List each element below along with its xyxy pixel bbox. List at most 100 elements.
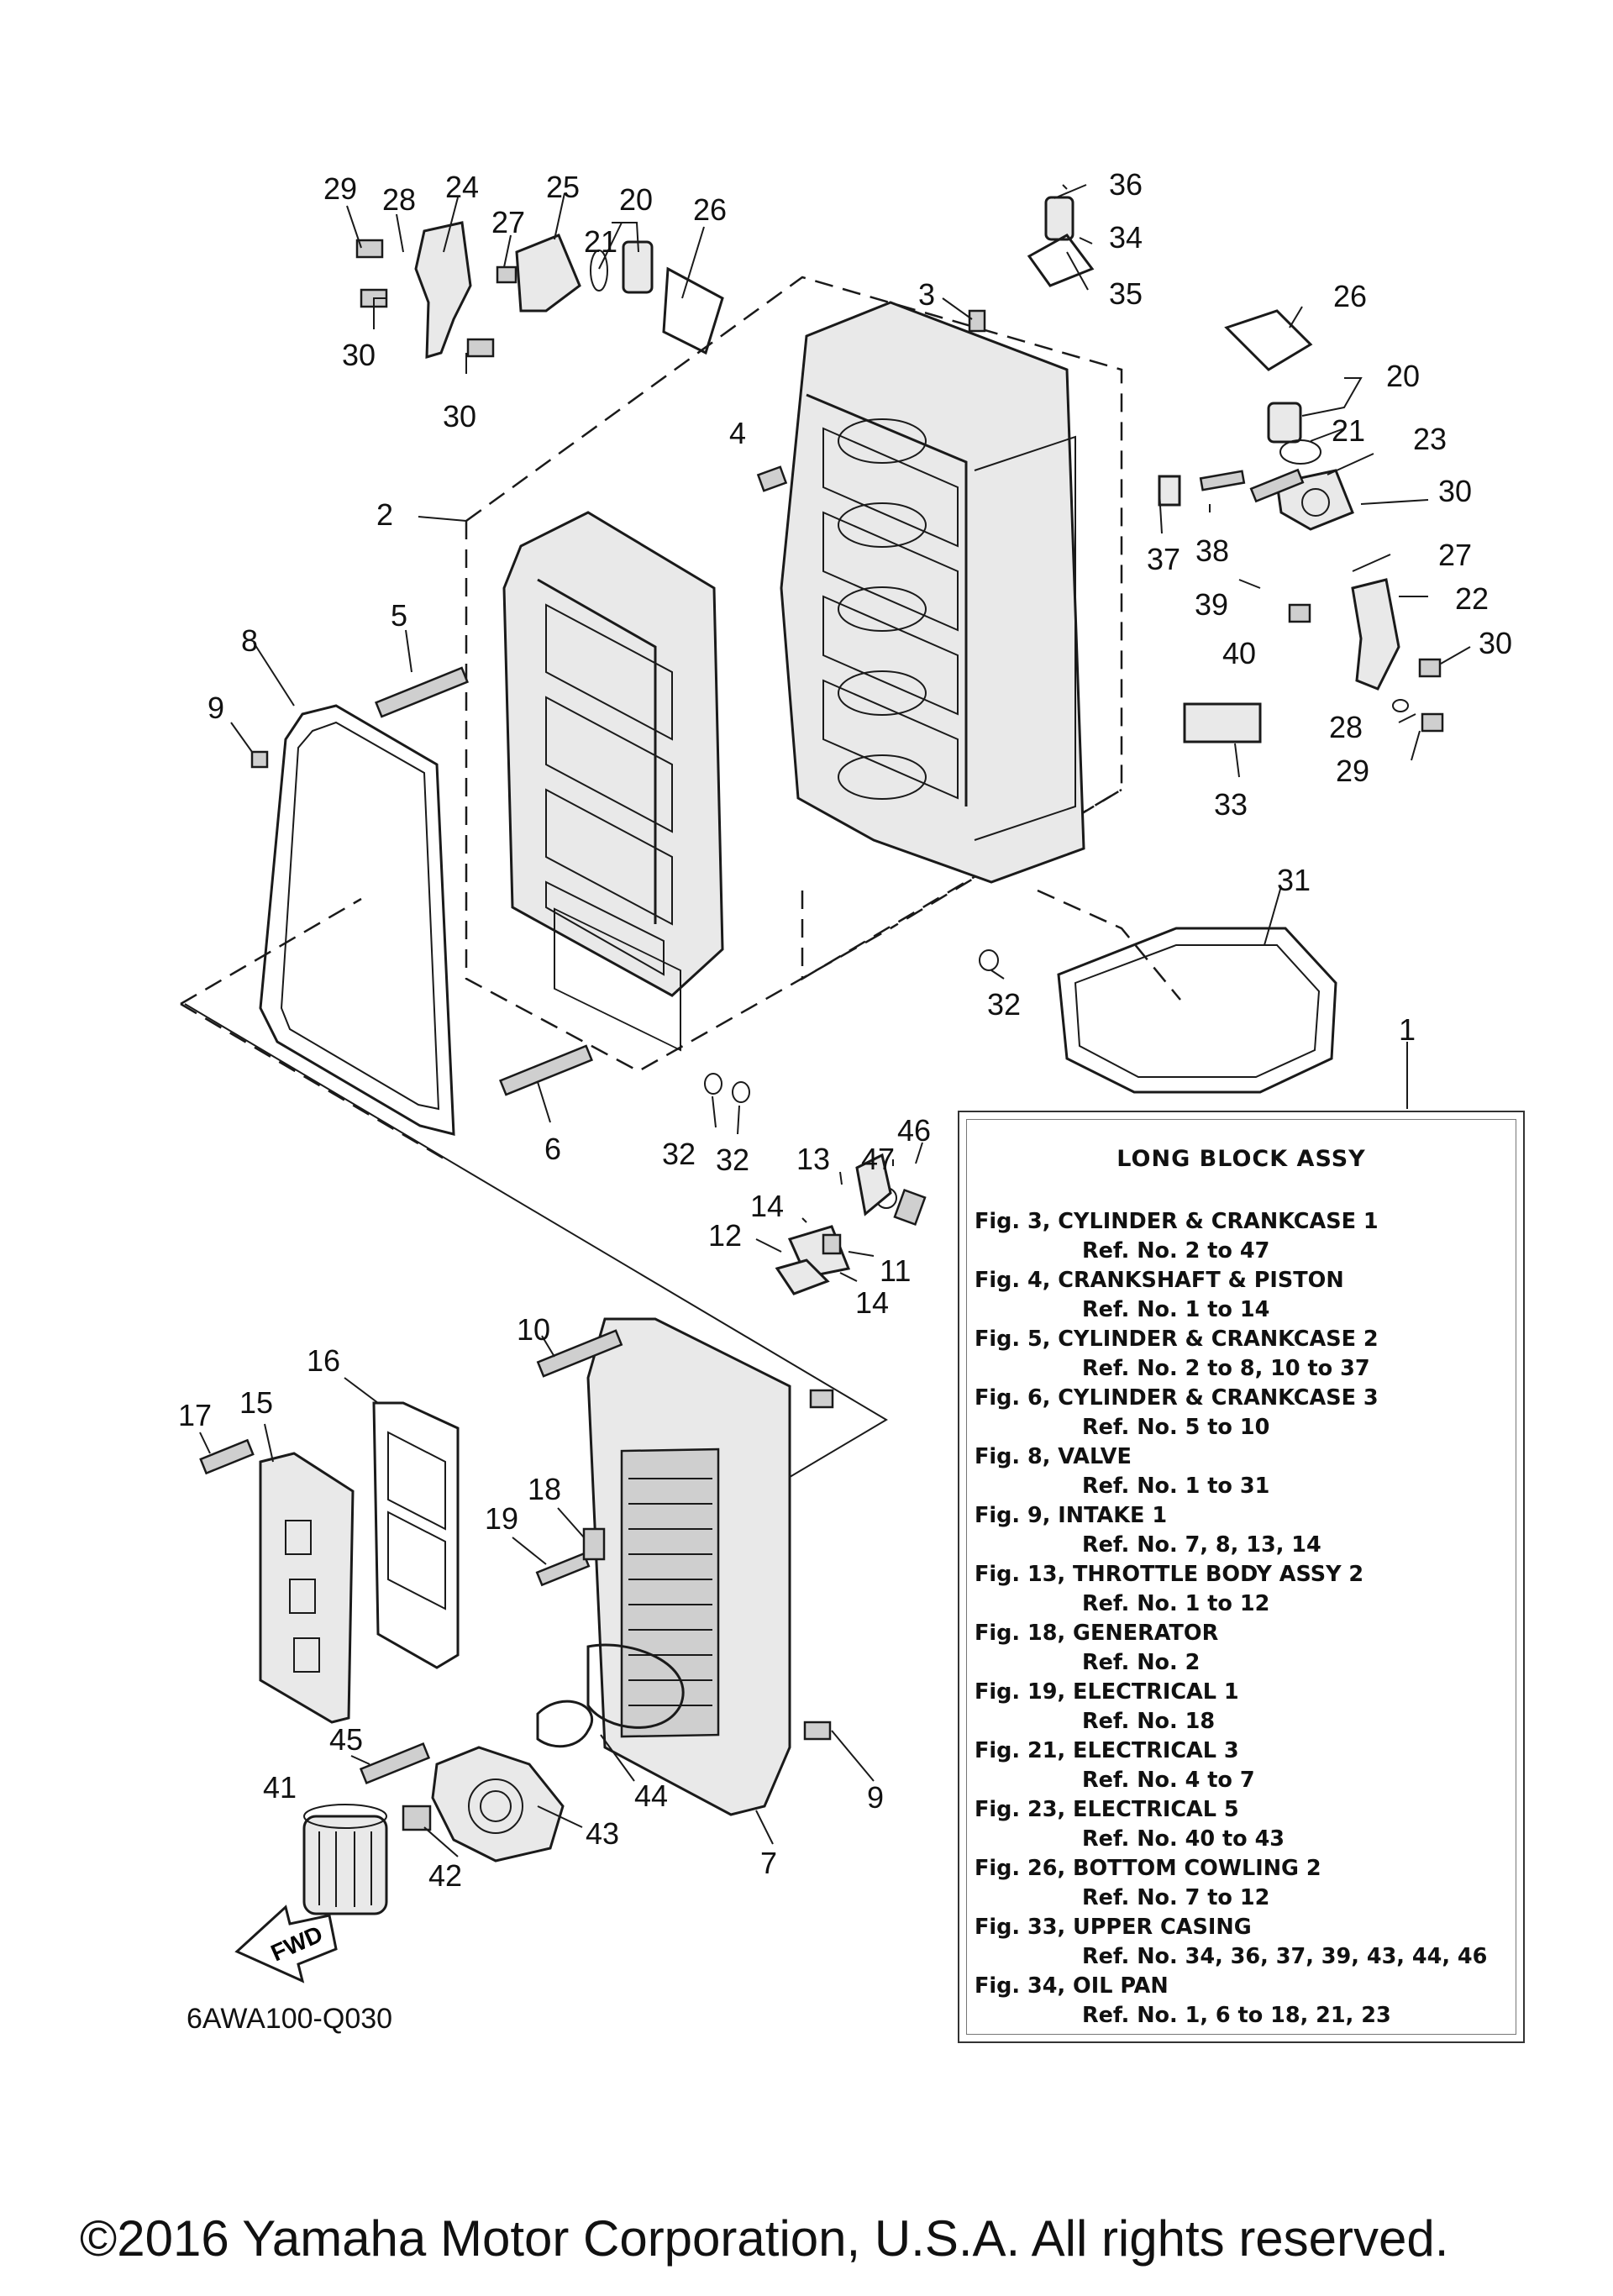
- callout-23: 23: [1413, 422, 1447, 456]
- callout-5: 5: [391, 598, 407, 633]
- reference-figure: Fig. 3, CYLINDER & CRANKCASE 1: [975, 1209, 1379, 1234]
- reference-entry: Fig. 34, OIL PAN Ref. No. 1, 6 to 18, 21…: [975, 1973, 1515, 2032]
- reference-range: Ref. No. 5 to 10: [1082, 1415, 1270, 1440]
- callout-32: 32: [987, 987, 1021, 1022]
- copyright-notice: ©2016 Yamaha Motor Corporation, U.S.A. A…: [80, 2210, 1449, 2267]
- reference-figure: Fig. 33, UPPER CASING: [975, 1915, 1252, 1940]
- reference-figure: Fig. 23, ELECTRICAL 5: [975, 1797, 1239, 1822]
- filter-housing-part-43: [431, 1746, 565, 1863]
- reference-figure: Fig. 9, INTAKE 1: [975, 1503, 1168, 1528]
- oil-filter-part-41: [302, 1804, 388, 1915]
- reference-entry: Fig. 5, CYLINDER & CRANKCASE 2 Ref. No. 2…: [975, 1327, 1515, 1385]
- callout-15: 15: [239, 1385, 273, 1420]
- callout-26: 26: [1333, 279, 1367, 313]
- callout-16: 16: [307, 1343, 340, 1378]
- reference-entry: Fig. 9, INTAKE 1 Ref. No. 7, 8, 13, 14: [975, 1503, 1515, 1562]
- cover-plate-part-15: [259, 1452, 355, 1724]
- callout-39: 39: [1195, 587, 1228, 622]
- callout-8: 8: [241, 623, 258, 658]
- thermostat-group-right: [1027, 196, 1400, 743]
- fwd-arrow: FWD: [234, 1905, 338, 1983]
- callout-2: 2: [376, 497, 393, 532]
- reference-range: Ref. No. 4 to 7: [1082, 1768, 1255, 1793]
- callout-18: 18: [528, 1472, 561, 1506]
- callout-19: 19: [485, 1501, 518, 1536]
- reference-figure: Fig. 13, THROTTLE BODY ASSY 2: [975, 1562, 1364, 1587]
- o-ring-part-44: [536, 1643, 685, 1748]
- callout-30: 30: [1479, 626, 1512, 660]
- reference-entry: Fig. 18, GENERATOR Ref. No. 2: [975, 1621, 1515, 1679]
- callout-6: 6: [544, 1132, 561, 1166]
- callout-numbers: 29 28 24 25 20 26 27 21 30 30 36 34 35 3…: [178, 167, 1512, 1893]
- reference-figure: Fig. 5, CYLINDER & CRANKCASE 2: [975, 1327, 1379, 1352]
- reference-range: Ref. No. 18: [1082, 1709, 1216, 1734]
- reference-entry: Fig. 21, ELECTRICAL 3 Ref. No. 4 to 7: [975, 1738, 1515, 1797]
- callout-20: 20: [619, 182, 653, 217]
- callout-30: 30: [443, 399, 476, 433]
- reference-box: LONG BLOCK ASSY Fig. 3, CYLINDER & CRANK…: [958, 1111, 1525, 2043]
- reference-figure: Fig. 34, OIL PAN: [975, 1973, 1169, 1999]
- reference-range: Ref. No. 1 to 31: [1082, 1474, 1270, 1499]
- callout-29: 29: [1336, 754, 1369, 788]
- callout-4: 4: [729, 416, 746, 450]
- callout-14: 14: [750, 1189, 784, 1223]
- reference-box-title: LONG BLOCK ASSY: [1116, 1146, 1366, 1172]
- callout-32: 32: [716, 1143, 749, 1177]
- callout-21: 21: [1332, 413, 1365, 448]
- callout-9: 9: [208, 691, 224, 725]
- fwd-label: FWD: [267, 1920, 327, 1966]
- callout-37: 37: [1147, 542, 1180, 576]
- reference-entry: Fig. 8, VALVE Ref. No. 1 to 31: [975, 1444, 1515, 1503]
- callout-45: 45: [329, 1722, 363, 1757]
- reference-entry: Fig. 33, UPPER CASING Ref. No. 34, 36, 37…: [975, 1915, 1515, 1973]
- reference-figure: Fig. 18, GENERATOR: [975, 1621, 1219, 1646]
- hardware: [199, 309, 1444, 1831]
- gasket-part-16: [372, 1401, 460, 1669]
- reference-list: Fig. 3, CYLINDER & CRANKCASE 1 Ref. No. 2…: [975, 1209, 1515, 2032]
- reference-figure: Fig. 8, VALVE: [975, 1444, 1132, 1469]
- reference-figure: Fig. 4, CRANKSHAFT & PISTON: [975, 1268, 1344, 1293]
- callout-24: 24: [445, 170, 479, 204]
- callout-32: 32: [662, 1137, 696, 1171]
- callout-40: 40: [1222, 636, 1256, 670]
- reference-range: Ref. No. 7 to 12: [1082, 1885, 1270, 1910]
- thermostat-group-left: [355, 221, 724, 360]
- callout-27: 27: [491, 205, 525, 239]
- callout-9: 9: [867, 1780, 884, 1815]
- reference-range: Ref. No. 1 to 12: [1082, 1591, 1270, 1616]
- callout-42: 42: [428, 1858, 462, 1893]
- reference-entry: Fig. 3, CYLINDER & CRANKCASE 1 Ref. No. 2…: [975, 1209, 1515, 1268]
- gasket-part-31: [1057, 927, 1337, 1094]
- reference-figure: Fig. 19, ELECTRICAL 1: [975, 1679, 1239, 1705]
- callout-12: 12: [708, 1218, 742, 1253]
- reference-range: Ref. No. 2 to 8, 10 to 37: [1082, 1356, 1370, 1381]
- callout-33: 33: [1214, 787, 1248, 822]
- callout-20: 20: [1386, 359, 1420, 393]
- callout-44: 44: [634, 1778, 668, 1813]
- callout-17: 17: [178, 1398, 212, 1432]
- callout-26: 26: [693, 192, 727, 227]
- callout-25: 25: [546, 170, 580, 204]
- reference-range: Ref. No. 2 to 47: [1082, 1238, 1270, 1264]
- callout-47: 47: [861, 1142, 895, 1176]
- callout-27: 27: [1438, 538, 1472, 572]
- callout-38: 38: [1195, 533, 1229, 568]
- callout-43: 43: [586, 1816, 619, 1851]
- crankcase-cover-part-7: [586, 1317, 791, 1816]
- callout-28: 28: [382, 182, 416, 217]
- reference-range: Ref. No. 1, 6 to 18, 21, 23: [1082, 2003, 1391, 2028]
- leader-lines: [199, 184, 1471, 1857]
- callout-41: 41: [263, 1770, 297, 1805]
- callout-36: 36: [1109, 167, 1143, 202]
- reference-range: Ref. No. 34, 36, 37, 39, 43, 44, 46: [1082, 1944, 1488, 1969]
- reference-entry: Fig. 23, ELECTRICAL 5 Ref. No. 40 to 43: [975, 1797, 1515, 1856]
- reference-figure: Fig. 21, ELECTRICAL 3: [975, 1738, 1239, 1763]
- reference-figure: Fig. 26, BOTTOM COWLING 2: [975, 1856, 1321, 1881]
- callout-13: 13: [796, 1142, 830, 1176]
- reference-range: Ref. No. 2: [1082, 1650, 1201, 1675]
- reference-range: Ref. No. 7, 8, 13, 14: [1082, 1532, 1321, 1558]
- reference-entry: Fig. 26, BOTTOM COWLING 2 Ref. No. 7 to 1…: [975, 1856, 1515, 1915]
